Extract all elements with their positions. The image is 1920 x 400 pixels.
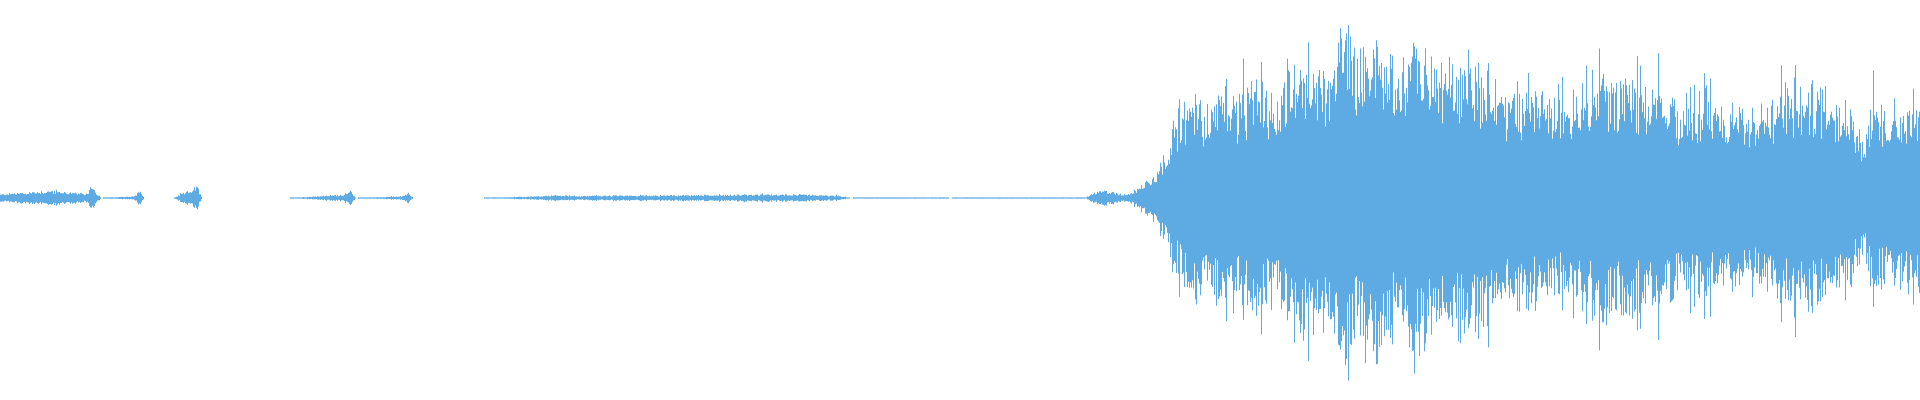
waveform-core bbox=[1161, 120, 1920, 276]
waveform-bars bbox=[0, 25, 1920, 381]
